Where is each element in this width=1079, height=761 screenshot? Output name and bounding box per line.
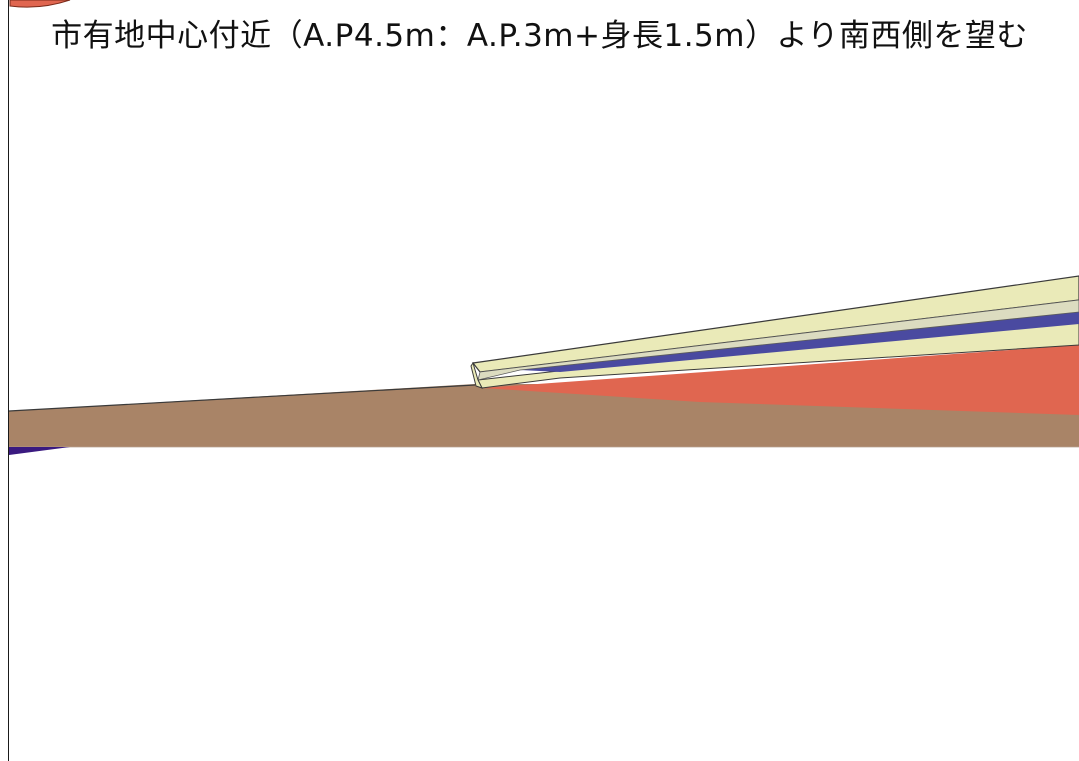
view-caption: 市有地中心付近（A.P4.5m：A.P.3m+身長1.5m）より南西側を望む: [51, 18, 1028, 54]
embankment-top-middle: [477, 299, 1079, 381]
frame-border: [8, 0, 9, 761]
blue-sliver: [9, 447, 70, 455]
embankment-top-upper: [471, 275, 1079, 373]
ground-edge: [8, 384, 476, 412]
retaining-lip: [470, 361, 483, 389]
embankment-face: [482, 345, 1079, 415]
partial-red-shape: [9, 0, 71, 8]
blue-band: [520, 312, 1079, 372]
